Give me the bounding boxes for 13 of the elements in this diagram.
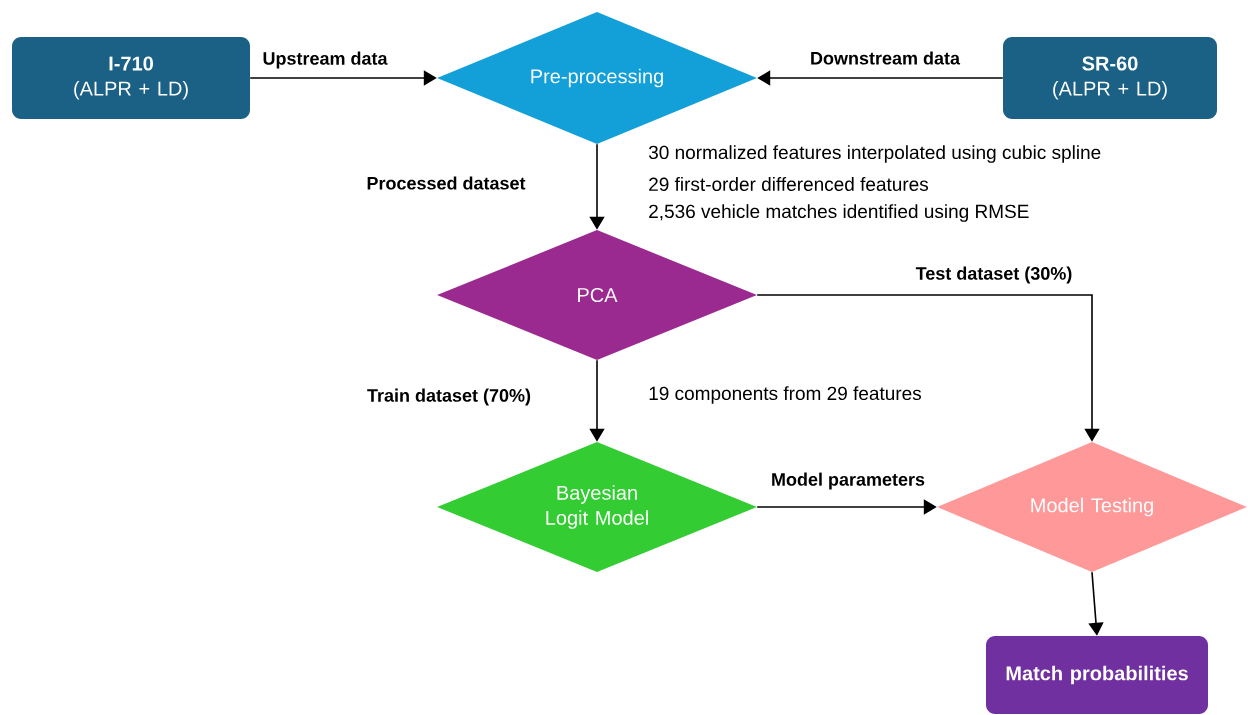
edge-label: Model parameters	[772, 472, 925, 490]
process-box: Match probabilities	[986, 636, 1208, 714]
note-text: 2,536 vehicle matches identified using RMSE	[649, 204, 1029, 222]
edge-label: Test dataset (30%)	[915, 266, 1072, 284]
note-text: 30 normalized features interpolated using cubic spline	[648, 145, 1101, 163]
edge-label: Train dataset (70%)	[367, 388, 531, 406]
edge-label: Upstream data	[263, 51, 388, 69]
process-box: I-710 (ALPR + LD)	[12, 37, 250, 119]
edge-label: Downstream data	[811, 51, 961, 65]
note-text: 29 first-order differenced features	[649, 177, 929, 191]
process-box: SR-60 (ALPR + LD)	[1003, 37, 1217, 119]
edge-label: Processed dataset	[367, 176, 526, 190]
note-text: 19 components from 29 features	[649, 386, 921, 404]
